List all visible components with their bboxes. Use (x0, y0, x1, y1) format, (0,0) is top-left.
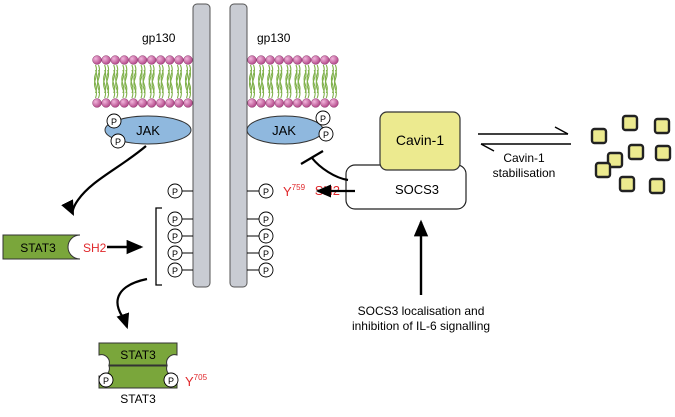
cavin1-square (594, 161, 612, 179)
tyrosine-759-label: Y759 (283, 183, 306, 199)
jak-left (104, 115, 192, 145)
receptor-right-phosphotyrosines: P P P P P (247, 183, 274, 278)
gp130-label-left: gp130 (142, 31, 176, 45)
svg-text:P: P (172, 266, 178, 276)
svg-text:P: P (263, 187, 269, 197)
svg-text:P: P (263, 266, 269, 276)
arrow-to-stat3-dimer (116, 277, 148, 330)
svg-text:P: P (111, 117, 117, 127)
svg-text:P: P (168, 376, 174, 386)
svg-text:P: P (263, 232, 269, 242)
cavin1-square (618, 175, 636, 193)
cavin1-square (590, 127, 608, 145)
inhibition-bar (300, 150, 324, 165)
cavin1-square (654, 144, 672, 162)
annotation-line1: SOCS3 localisation and (358, 304, 485, 318)
bracket-left (155, 207, 162, 286)
cavin1-square (621, 114, 639, 132)
gp130-receptor-right (229, 3, 248, 288)
jak-label-right: JAK (272, 123, 296, 138)
cavin1-label: Cavin-1 (396, 132, 444, 148)
cavin1-box (379, 111, 461, 171)
annotation-line2: inhibition of IL-6 signalling (352, 319, 490, 333)
equilibrium-arrows (478, 126, 571, 152)
cavin1-stabilisation-line2: stabilisation (493, 166, 556, 180)
cell-membrane-right (247, 55, 339, 108)
tyrosine-705-label: Y705 (185, 373, 208, 389)
cavin1-square (627, 143, 645, 161)
receptor-left-phosphotyrosines: P P P P P (167, 183, 193, 278)
stat3-dimer-bottom-label: STAT3 (120, 392, 156, 406)
inhibition-socs3-to-jak (311, 157, 349, 182)
svg-text:P: P (263, 249, 269, 259)
svg-text:P: P (323, 130, 329, 140)
stat3-sh2-label: SH2 (83, 241, 107, 255)
jak-right-phosphates: P P (315, 110, 334, 142)
svg-text:P: P (172, 187, 178, 197)
cavin1-stabilisation-line1: Cavin-1 (503, 151, 545, 165)
svg-text:P: P (320, 114, 326, 124)
gp130-receptor-left (192, 3, 211, 288)
svg-text:P: P (172, 215, 178, 225)
cavin1-square (653, 117, 671, 135)
gp130-label-right: gp130 (257, 31, 291, 45)
arrow-jak-to-stat3 (61, 145, 147, 216)
socs3-label: SOCS3 (395, 182, 439, 197)
stat3-dimer: P P (98, 342, 179, 389)
cavin1-square (606, 151, 624, 169)
jak-label-left: JAK (136, 123, 160, 138)
svg-text:P: P (172, 232, 178, 242)
jak-left-phosphates: P P (106, 113, 126, 149)
stat3-monomer-label: STAT3 (20, 241, 56, 255)
svg-text:P: P (103, 376, 109, 386)
cavin1-square (648, 177, 666, 195)
svg-text:P: P (115, 137, 121, 147)
svg-text:P: P (263, 215, 269, 225)
stat3-dimer-top-label: STAT3 (120, 348, 156, 362)
svg-text:P: P (172, 249, 178, 259)
stat3-monomer (2, 234, 81, 260)
cavin1-free-pool (590, 114, 672, 195)
cell-membrane-left (92, 55, 193, 108)
